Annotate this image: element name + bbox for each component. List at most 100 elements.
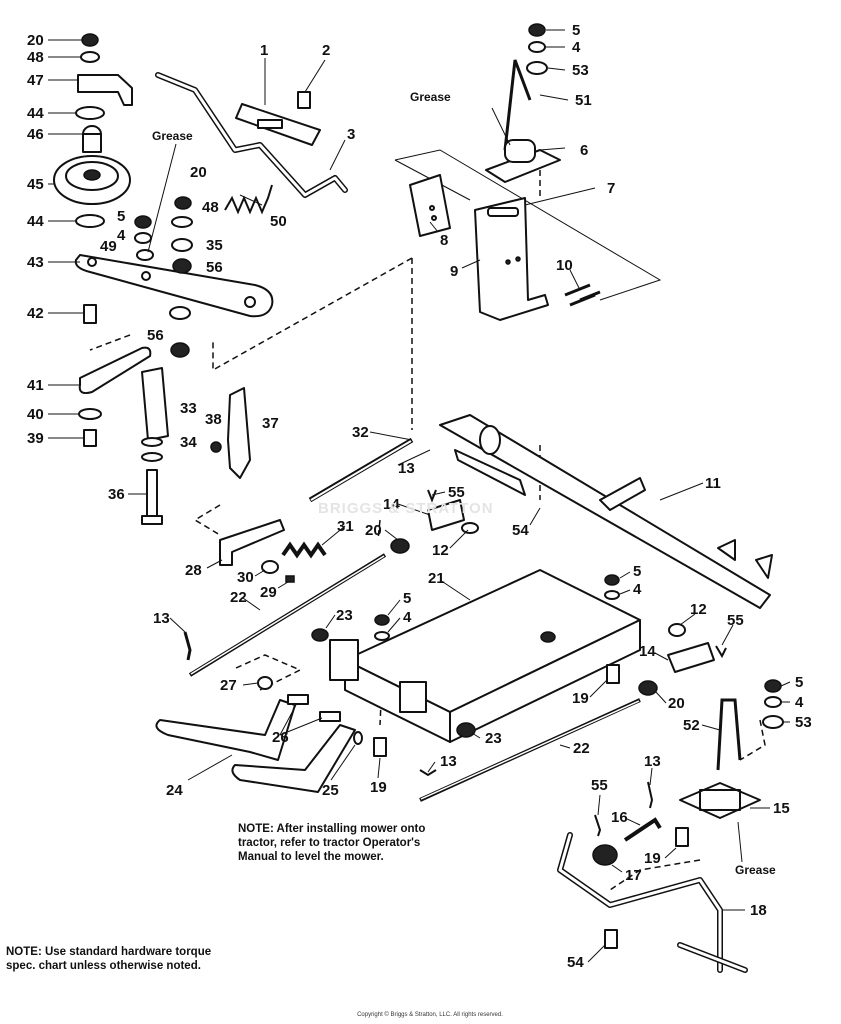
callout-label: 4 bbox=[403, 609, 412, 626]
callout-label: 26 bbox=[272, 729, 289, 746]
callout-label: 44 bbox=[27, 213, 44, 230]
callout-label: 9 bbox=[450, 263, 458, 280]
callout-label: 7 bbox=[607, 180, 615, 197]
callout-label: 13 bbox=[644, 753, 661, 770]
callout-label: 31 bbox=[337, 518, 354, 535]
lower-lift-arms bbox=[155, 676, 363, 793]
callout-label: 5 bbox=[117, 208, 125, 225]
callout-label: 38 bbox=[205, 411, 222, 428]
callout-label: 51 bbox=[575, 92, 592, 109]
callout-label: 19 bbox=[370, 779, 387, 796]
callout-label: 3 bbox=[347, 126, 355, 143]
callout-label: 25 bbox=[322, 782, 339, 799]
callout-label: 52 bbox=[683, 717, 700, 734]
front-rod-upper bbox=[183, 553, 387, 677]
side-bracket bbox=[210, 387, 251, 479]
callout-label: 23 bbox=[336, 607, 353, 624]
callout-label: 48 bbox=[27, 49, 44, 66]
callout-label: 47 bbox=[27, 72, 44, 89]
callout-label: 4 bbox=[572, 39, 581, 56]
callout-label: 20 bbox=[365, 522, 382, 539]
adjuster-hardware bbox=[219, 489, 479, 583]
long-rod bbox=[308, 437, 414, 503]
callout-label: 40 bbox=[27, 406, 44, 423]
callout-label: 12 bbox=[690, 601, 707, 618]
leader-lines bbox=[48, 29, 791, 963]
callout-label: 8 bbox=[440, 232, 448, 249]
lift-shaft bbox=[439, 414, 773, 609]
callout-label: 20 bbox=[190, 164, 207, 181]
callout-label: 13 bbox=[153, 610, 170, 627]
callout-label: 15 bbox=[773, 800, 790, 817]
callout-label: 4 bbox=[795, 694, 804, 711]
callout-label: 4 bbox=[117, 227, 126, 244]
mower-leveling-note: NOTE: After installing mower onto tracto… bbox=[238, 823, 426, 863]
callout-label: 28 bbox=[185, 562, 202, 579]
callout-label: 35 bbox=[206, 237, 223, 254]
callout-label: 54 bbox=[567, 954, 584, 971]
callout-label: 55 bbox=[591, 777, 608, 794]
callout-label: 23 bbox=[485, 730, 502, 747]
callout-label: 43 bbox=[27, 254, 44, 271]
callout-label: 30 bbox=[237, 569, 254, 586]
callout-label: 22 bbox=[230, 589, 247, 606]
callout-label: 22 bbox=[573, 740, 590, 757]
callout-label: 18 bbox=[750, 902, 767, 919]
callout-label: 29 bbox=[260, 584, 277, 601]
callout-label: 53 bbox=[572, 62, 589, 79]
callout-label: 39 bbox=[27, 430, 44, 447]
callout-label: 36 bbox=[108, 486, 125, 503]
callout-label: 4 bbox=[633, 581, 642, 598]
callout-label: 5 bbox=[633, 563, 641, 580]
callout-label: 1 bbox=[260, 42, 268, 59]
callout-label: 13 bbox=[440, 753, 457, 770]
callout-label: 19 bbox=[644, 850, 661, 867]
center-hardware-stack bbox=[134, 196, 193, 274]
lift-link-rod bbox=[155, 72, 348, 198]
deck-plate bbox=[311, 569, 641, 743]
callout-label: 46 bbox=[27, 126, 44, 143]
lower-hardware bbox=[373, 623, 727, 757]
front-axle-group bbox=[557, 817, 748, 973]
callout-label: 48 bbox=[202, 199, 219, 216]
callout-label: 41 bbox=[27, 377, 44, 394]
assembly-dashed-lines bbox=[89, 170, 766, 891]
callout-label: 2 bbox=[322, 42, 330, 59]
callout-label: 56 bbox=[147, 327, 164, 344]
callout-label: 14 bbox=[383, 496, 400, 513]
copyright-text: Copyright © Briggs & Stratton, LLC. All … bbox=[357, 1012, 503, 1018]
callout-label: 12 bbox=[432, 542, 449, 559]
callout-label: 45 bbox=[27, 176, 44, 193]
callout-label: 17 bbox=[625, 867, 642, 884]
callout-label: 32 bbox=[352, 424, 369, 441]
callout-label: 49 bbox=[100, 238, 117, 255]
hardware-torque-note: NOTE: Use standard hardware torque spec.… bbox=[6, 946, 212, 972]
callout-label: 16 bbox=[611, 809, 628, 826]
callout-label: 33 bbox=[180, 400, 197, 417]
front-rod-lower bbox=[419, 698, 641, 802]
callout-label: 24 bbox=[166, 782, 183, 799]
callout-label: 27 bbox=[220, 677, 237, 694]
grease-label-bottom: Grease bbox=[735, 863, 776, 877]
watermark: BRIGGS & STRATTON bbox=[318, 500, 494, 517]
callout-label: 56 bbox=[206, 259, 223, 276]
callout-label: 5 bbox=[795, 674, 803, 691]
callout-label: 44 bbox=[27, 105, 44, 122]
callout-label: 5 bbox=[572, 22, 580, 39]
hanger-bracket-group bbox=[409, 23, 601, 321]
callout-label: 14 bbox=[639, 643, 656, 660]
callout-label: 54 bbox=[512, 522, 529, 539]
callout-label: 11 bbox=[705, 475, 721, 492]
callout-labels: 20 48 47 44 46 45 44 43 42 41 40 39 36 1… bbox=[27, 22, 812, 971]
callout-label: 13 bbox=[398, 460, 415, 477]
callout-label: 55 bbox=[727, 612, 744, 629]
callout-label: 37 bbox=[262, 415, 279, 432]
callout-label: 20 bbox=[668, 695, 685, 712]
tension-spring bbox=[224, 184, 273, 215]
callout-label: 42 bbox=[27, 305, 44, 322]
callout-label: 20 bbox=[27, 32, 44, 49]
grease-label-left: Grease bbox=[152, 129, 193, 143]
callout-label: 53 bbox=[795, 714, 812, 731]
